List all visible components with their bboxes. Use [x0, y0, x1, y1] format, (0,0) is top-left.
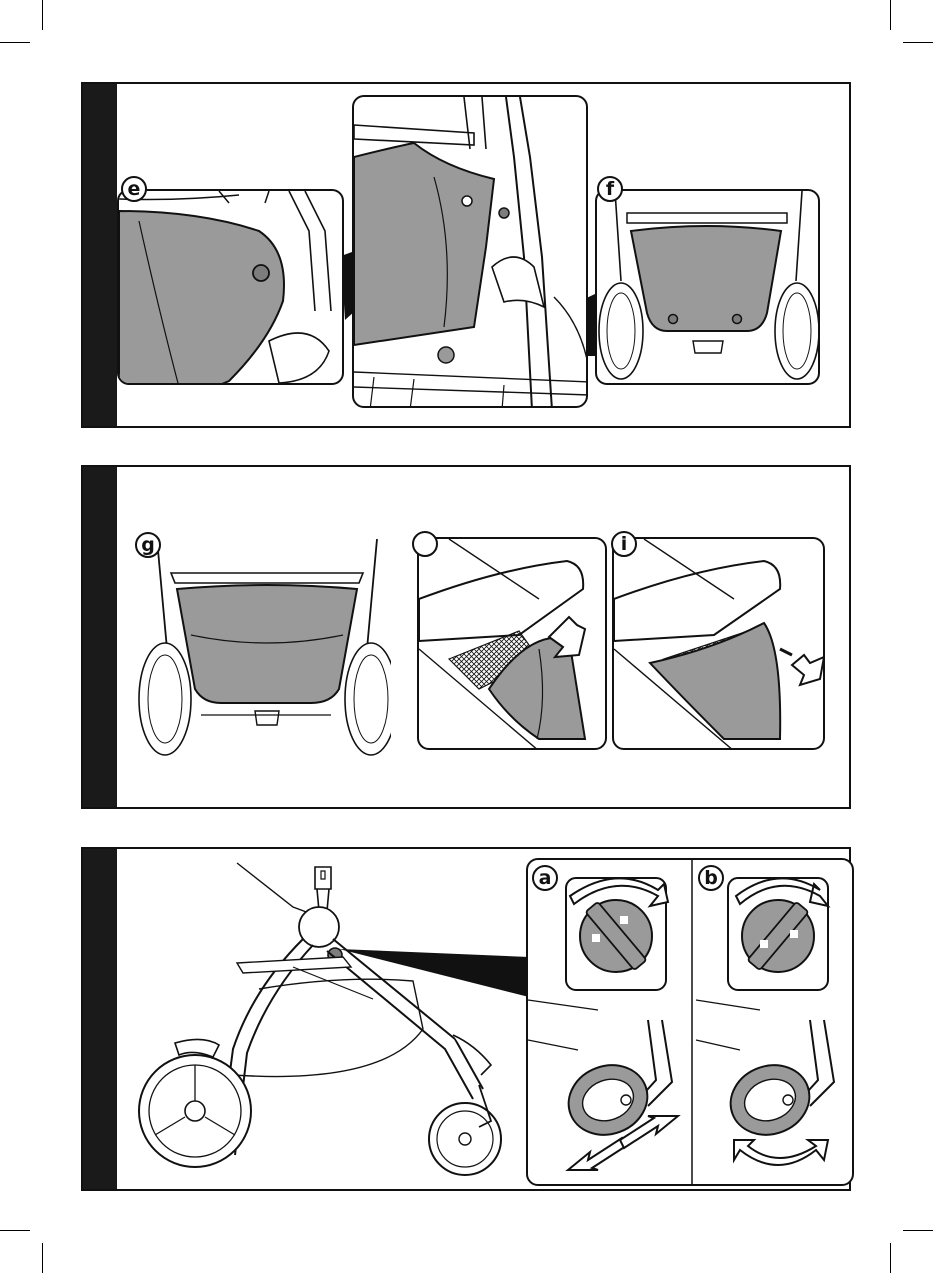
unlock-icon [790, 930, 798, 938]
figure-f-stroller-rear [595, 189, 820, 385]
crop-mark [890, 0, 891, 30]
step-label-a: a [532, 865, 558, 891]
crop-mark [42, 1243, 43, 1273]
figure-h-push-basket [417, 537, 607, 750]
step-label-f: f [597, 176, 623, 202]
crop-mark [903, 42, 933, 43]
step-label-i: i [611, 531, 637, 557]
panel-step-basket-attach: e f [81, 82, 851, 428]
step-label-g: g [135, 532, 161, 558]
crop-mark [42, 0, 43, 30]
panel-step-basket-install: g i [81, 465, 851, 809]
pull-arrow-icon [792, 655, 824, 685]
step-label-e: e [121, 176, 147, 202]
figure-e-rear-button [117, 189, 344, 385]
panel-side-bar [83, 467, 117, 807]
figure-i-pull-basket [612, 537, 825, 750]
push-arrow-icon [568, 1138, 626, 1170]
crop-mark [890, 1243, 891, 1273]
lock-icon [620, 916, 628, 924]
figure-basket-side-view [352, 95, 588, 408]
lock-icon [760, 940, 768, 948]
crop-mark [903, 1230, 933, 1231]
unlock-icon [592, 934, 600, 942]
panel-step-swivel-wheel: a b [81, 847, 851, 1191]
swivel-arrow-icon [734, 1140, 828, 1165]
step-label-b: b [698, 865, 724, 891]
step-label-h [412, 531, 438, 557]
figure-g-basket-rear [131, 539, 391, 757]
crop-mark [0, 1230, 30, 1231]
crop-mark [0, 42, 30, 43]
figure-swivel-lock-detail [526, 858, 854, 1186]
